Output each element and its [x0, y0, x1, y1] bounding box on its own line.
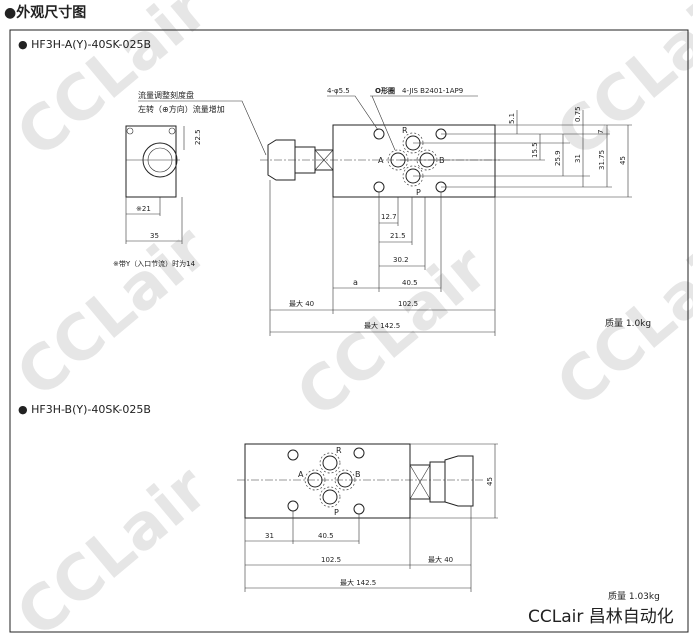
watermark: CCLair [543, 0, 693, 171]
dim-35: 35 [150, 232, 159, 240]
brand-label: CCLair 昌林自动化 [528, 607, 674, 627]
watermark: CCLair [3, 0, 222, 171]
dim-25-9: 25.9 [554, 150, 562, 166]
watermark: CCLair [3, 451, 222, 637]
dim-15-5: 15.5 [531, 142, 539, 158]
note-y-throttle: ※带Y（入口节流）时为14 [113, 259, 196, 268]
dim-max-142-5-b: 最大 142.5 [340, 578, 376, 587]
port-r-label: R [402, 126, 408, 135]
dial-label: 流量调整刻度盘 [138, 90, 194, 100]
dim-22-5: 22.5 [194, 129, 202, 145]
drawing-a-title: ● HF3H-A(Y)-40SK-025B [18, 38, 151, 51]
dim-max-40-b: 最大 40 [428, 555, 453, 564]
watermarks: CCLair CCLair CCLair CCLair CCLair CCLai… [3, 0, 693, 637]
hole-label: 4-φ5.5 [327, 87, 350, 95]
port-p-label: P [416, 188, 421, 197]
dim-31: 31 [574, 154, 582, 163]
dim-0-75: 0.75 [574, 106, 582, 122]
dim-21-5: 21.5 [390, 232, 406, 240]
port-a-label: A [378, 156, 384, 165]
dim-30-2: 30.2 [393, 256, 409, 264]
valve-body-a [332, 124, 496, 198]
oring-spec: 4-JIS B2401-1AP9 [402, 87, 463, 95]
watermark: CCLair [3, 211, 222, 411]
dim-a: a [353, 278, 358, 287]
dim-5-1: 5.1 [508, 113, 516, 124]
dial-direction-label: 左转（⊕方向）流量增加 [138, 104, 225, 114]
dim-max-142-5: 最大 142.5 [364, 321, 400, 330]
dim-max-40: 最大 40 [289, 299, 314, 308]
valve-body-b [244, 443, 411, 519]
drawing-frame [9, 29, 689, 633]
oring-label: O形圈 [375, 86, 395, 95]
dim-102-5: 102.5 [398, 300, 418, 308]
port-p-label-b: P [334, 508, 339, 517]
dim-12-7: 12.7 [381, 213, 397, 221]
dim-40-5: 40.5 [402, 279, 418, 287]
dim-21: ※21 [136, 205, 151, 213]
drawing-b: ● HF3H-B(Y)-40SK-025B R A B P 45 31 40.5… [18, 403, 660, 602]
section-title: ●外观尺寸图 [4, 4, 86, 21]
dim-7: 7 [597, 130, 605, 134]
port-r-label-b: R [336, 446, 342, 455]
port-b-label-b: B [355, 470, 361, 479]
side-view-body [125, 125, 177, 198]
port-a-label-b: A [298, 470, 304, 479]
port-b-label: B [439, 156, 445, 165]
dim-40-5-b: 40.5 [318, 532, 334, 540]
adjust-knob [267, 139, 296, 181]
dim-31-b: 31 [265, 532, 274, 540]
dim-45: 45 [619, 156, 627, 165]
drawing-b-title: ● HF3H-B(Y)-40SK-025B [18, 403, 151, 416]
adjust-knob-b [444, 455, 474, 507]
dim-45-b: 45 [486, 477, 494, 486]
drawing-a: ● HF3H-A(Y)-40SK-025B 流量调整刻度盘 左转（⊕方向）流量增… [18, 38, 651, 336]
mass-b: 质量 1.03kg [608, 590, 660, 602]
dim-31-75: 31.75 [598, 150, 606, 170]
mass-a: 质量 1.0kg [605, 317, 651, 329]
ports [387, 132, 438, 187]
dim-102-5-b: 102.5 [321, 556, 341, 564]
